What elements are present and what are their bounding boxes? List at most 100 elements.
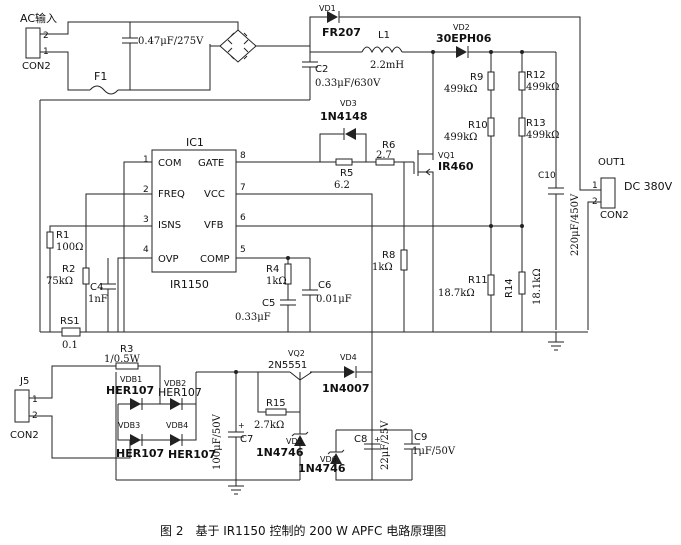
c10-value: 220μF/450V — [570, 193, 581, 256]
out1-connector-name: CON2 — [600, 210, 629, 221]
ground-symbol-main — [548, 332, 564, 351]
figure-caption: 图 2 基于 IR1150 控制的 200 W APFC 电路原理图 — [160, 523, 446, 538]
r6-ref: R6 — [382, 140, 395, 151]
vdb2-part: HER107 — [158, 386, 202, 399]
cx-capacitor — [122, 22, 138, 90]
vd1-to-output — [339, 16, 592, 191]
c8-polarity: + — [374, 435, 381, 444]
out1-voltage: DC 380V — [624, 180, 673, 193]
vd5-part: 1N4746 — [256, 446, 304, 459]
j5-label: J5 — [19, 376, 29, 387]
rs1-ref: RS1 — [60, 316, 80, 327]
bridge-rectifier — [219, 29, 257, 63]
r3-ref: R3 — [120, 344, 133, 355]
c7-value: 100μF/50V — [212, 413, 223, 470]
r12-value: 499kΩ — [526, 82, 559, 93]
r12-ref: R12 — [526, 70, 546, 81]
r9 — [487, 71, 495, 91]
j5-connector-name: CON2 — [10, 430, 39, 441]
c8-value: 22μF/25V — [380, 420, 391, 470]
r9-ref: R9 — [470, 72, 483, 83]
c7-polarity: + — [238, 421, 245, 430]
r8-ref: R8 — [382, 250, 395, 261]
vd6-ref: VD6 — [320, 455, 337, 464]
inductor-l1 — [361, 46, 403, 54]
c6-value: 0.01μF — [316, 294, 352, 305]
ac-pin-2: 2 — [43, 31, 49, 41]
j5-connector: J5 1 2 CON2 — [10, 376, 39, 441]
r2-ref: R2 — [62, 264, 75, 275]
ic-pin-1: 1 — [143, 155, 149, 165]
f1-label: F1 — [94, 70, 107, 83]
r6 — [375, 158, 395, 166]
j5-wire-top — [29, 365, 116, 399]
r14 — [518, 271, 526, 295]
r15 — [265, 408, 287, 416]
vd3-part: 1N4148 — [320, 110, 367, 123]
zener-vd5 — [291, 431, 309, 446]
vdb1-part: HER107 — [106, 384, 154, 397]
vd1-ref: VD1 — [319, 4, 336, 13]
r2 — [82, 267, 90, 285]
out1-label: OUT1 — [598, 157, 626, 168]
ic-pin-gate: GATE — [198, 158, 224, 169]
c6-ref: C6 — [318, 280, 331, 291]
r6-value: 2.7 — [376, 150, 392, 161]
vdb3-part: HER107 — [116, 447, 164, 460]
vq1-part: IR460 — [438, 160, 474, 173]
c4-capacitor — [100, 258, 116, 332]
rs1-value: 0.1 — [62, 340, 78, 351]
cx-value: 0.47μF/275V — [138, 36, 204, 47]
vd3-ref: VD3 — [340, 99, 357, 108]
vdb1-ref: VDB1 — [120, 375, 142, 384]
vd4-ref: VD4 — [340, 353, 357, 362]
r1-ref: R1 — [56, 230, 69, 241]
r10 — [487, 117, 495, 137]
r11-ref: R11 — [468, 275, 488, 286]
vd2-part: 30EPH06 — [436, 32, 492, 45]
vdb4-ref: VDB4 — [166, 421, 188, 430]
ic-pin-8: 8 — [240, 151, 246, 161]
r2-value: 75kΩ — [46, 276, 73, 287]
frame-wire — [39, 99, 310, 332]
c2-capacitor — [302, 46, 318, 100]
r4 — [284, 263, 292, 285]
c8-ref: C8 — [354, 434, 367, 445]
r4-value: 1kΩ — [266, 276, 287, 287]
output-connector: OUT1 1 2 CON2 DC 380V — [592, 157, 673, 221]
out1-pin2-wire — [587, 201, 601, 330]
vd4-part: 1N4007 — [322, 382, 369, 395]
r11-value: 18.7kΩ — [438, 288, 475, 299]
l1-value: 2.2mH — [370, 60, 404, 71]
r14-value: 18.1kΩ — [532, 268, 543, 305]
ic-pin-6: 6 — [240, 213, 246, 223]
pin1-com-wire — [123, 161, 152, 332]
vdb2-ref: VDB2 — [164, 379, 186, 388]
r15-wire — [257, 372, 300, 413]
r5 — [335, 158, 353, 166]
r4-ref: R4 — [266, 264, 279, 275]
ic-pin-freq: FREQ — [158, 189, 185, 200]
fuse-to-bridge — [118, 44, 211, 91]
vdb3-ref: VDB3 — [118, 421, 140, 430]
c4-ref: C4 — [90, 282, 103, 293]
r15-value: 2.7kΩ — [254, 420, 284, 431]
c10-ref: C10 — [538, 171, 556, 181]
c9-value: 1μF/50V — [412, 446, 456, 457]
r8 — [400, 249, 408, 271]
r13-ref: R13 — [526, 118, 546, 129]
vq1-ref: VQ1 — [438, 151, 455, 160]
ac-connector-name: CON2 — [22, 61, 51, 72]
r13-value: 499kΩ — [526, 130, 559, 141]
vd1-part: FR207 — [322, 26, 361, 39]
zener-vd6 — [327, 449, 345, 464]
ic-pin-com: COM — [158, 158, 181, 169]
pin7-vcc-wire — [236, 193, 373, 480]
r11 — [487, 274, 495, 296]
j5-wire-bot — [29, 415, 131, 459]
r1 — [46, 231, 54, 249]
c5-ref: C5 — [262, 298, 275, 309]
ic1-ref: IC1 — [186, 136, 204, 149]
diode-vd2 — [456, 46, 469, 58]
ic1-body — [151, 149, 237, 273]
